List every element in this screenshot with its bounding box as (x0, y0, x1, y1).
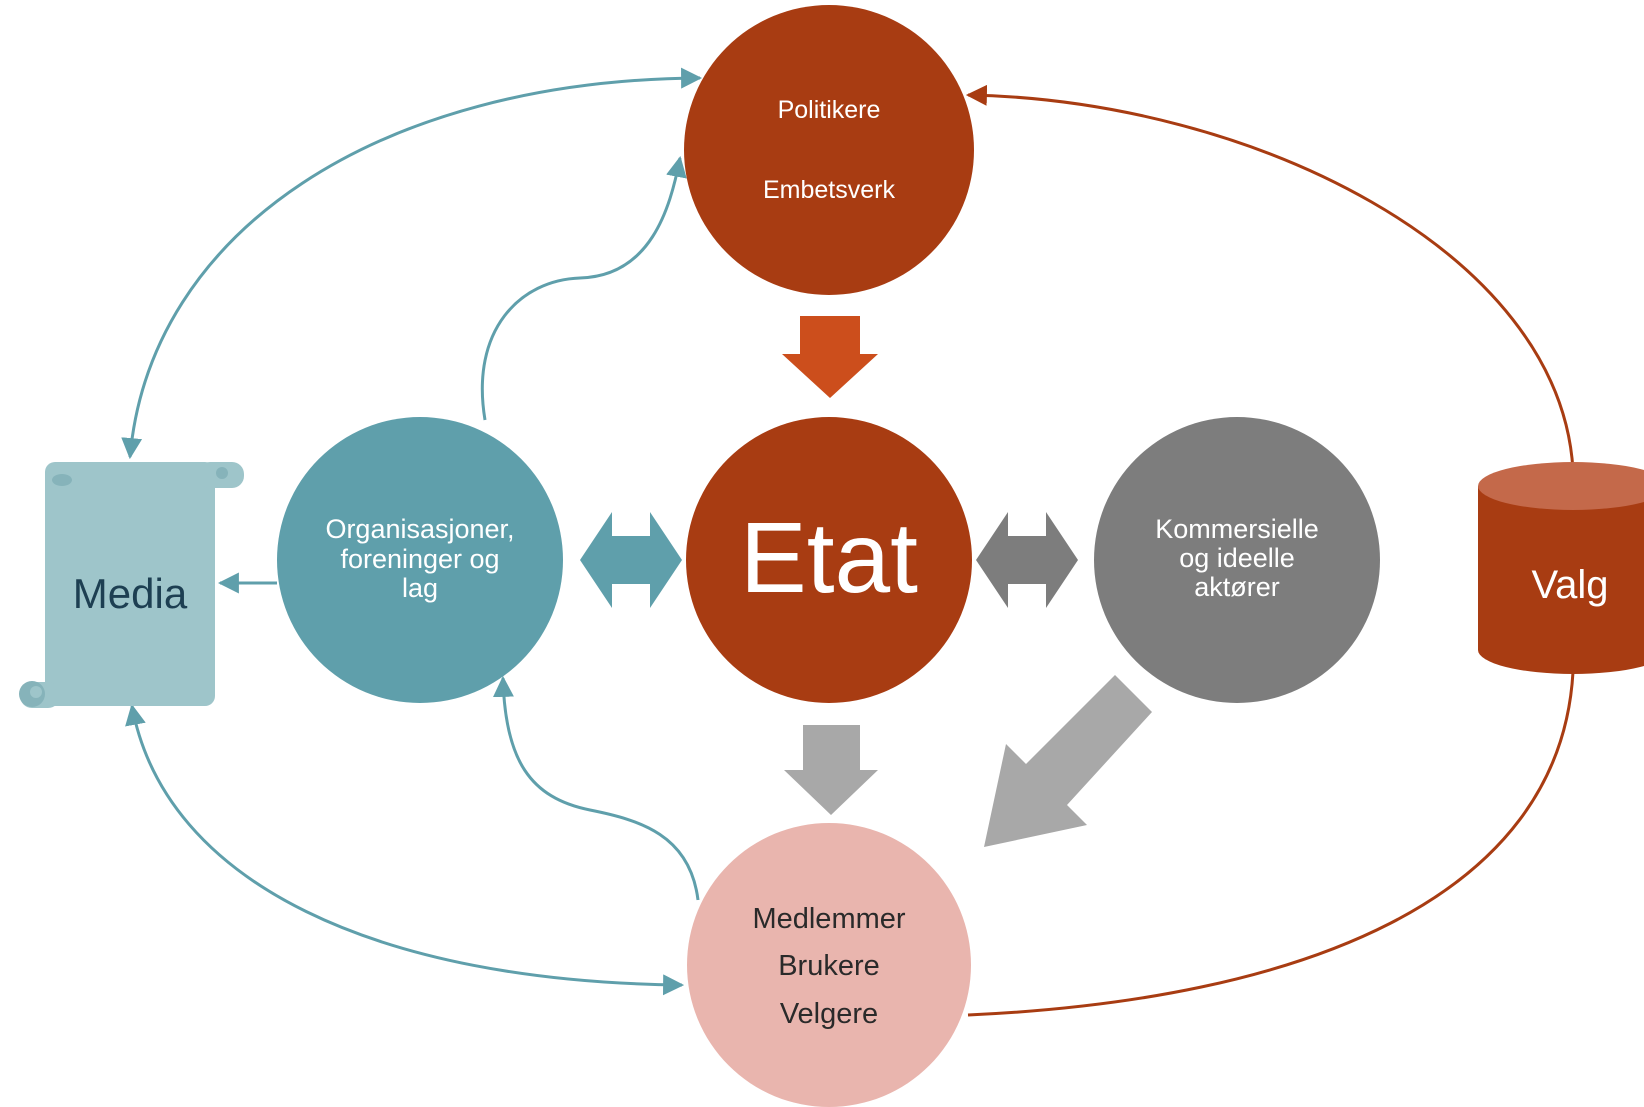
embetsverk-label: Embetsverk (763, 176, 895, 204)
media-politikere-connector (121, 67, 703, 460)
org-etat-double-arrow (580, 512, 682, 608)
organisasjoner-label-line1: Organisasjoner, (325, 514, 514, 544)
velgere-label: Velgere (780, 998, 878, 1030)
medlemmer-to-org-connector (492, 675, 700, 901)
brukere-label: Brukere (778, 950, 880, 982)
kommersielle-label-line3: aktører (1194, 572, 1280, 602)
politikere-node (684, 5, 974, 295)
kommersielle-to-medlemmer-arrow (984, 675, 1152, 847)
organisasjoner-label-line3: lag (402, 573, 438, 603)
kommersielle-label-line1: Kommersielle (1155, 514, 1319, 544)
etat-kommersielle-double-arrow (976, 512, 1078, 608)
valg-to-politikere-connector (965, 84, 1575, 471)
kommersielle-node (1094, 417, 1380, 703)
organisasjoner-node (277, 417, 563, 703)
medlemmer-to-valg-connector (967, 671, 1575, 1017)
medlemmer-node (687, 823, 971, 1107)
politikere-to-etat-arrow (782, 316, 878, 398)
valg-label: Valg (1531, 563, 1608, 607)
etat-node (686, 417, 972, 703)
media-scroll (19, 462, 244, 708)
media-medlemmer-connector (125, 703, 685, 996)
kommersielle-label-line2: og ideelle (1179, 543, 1295, 573)
org-to-politikere-connector (480, 155, 687, 421)
medlemmer-label: Medlemmer (752, 903, 905, 935)
valg-cylinder (1478, 462, 1644, 674)
etat-to-medlemmer-arrow (784, 725, 878, 815)
organisasjoner-label-line2: foreninger og (340, 544, 499, 574)
etat-label: Etat (740, 502, 918, 614)
politikere-label: Politikere (778, 96, 881, 124)
media-label: Media (73, 570, 188, 617)
